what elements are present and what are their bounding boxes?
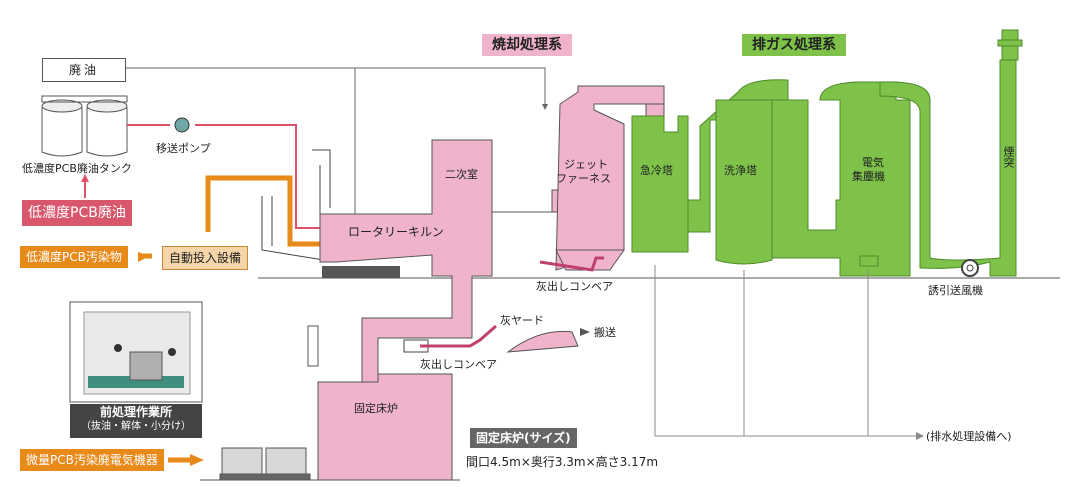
pretreatment-title: 前処理作業所 （抜油・解体・小分け） [70, 404, 202, 438]
esp-label-2: 集塵機 [852, 170, 885, 183]
drain-lines [654, 265, 920, 437]
pretreatment-title-text: 前処理作業所 [99, 405, 172, 419]
induced-fan-label: 誘引送風機 [928, 284, 983, 297]
fixed-hearth-label: 固定床炉 [354, 402, 398, 415]
waste-oil-box: 廃油 [42, 58, 126, 82]
secondary-chamber-label: 二次室 [445, 168, 478, 181]
quench-tower-label: 急冷塔 [640, 164, 673, 177]
exhaust-system [631, 29, 1023, 277]
fixed-hearth-size-title: 固定床炉(サイズ) [470, 428, 577, 448]
pump-icon [174, 117, 190, 133]
transformer-icons [219, 447, 311, 481]
stack-label: 煙突 [1002, 146, 1015, 168]
scrubber-label: 洗浄塔 [724, 164, 757, 177]
auto-feed-box: 自動投入設備 [162, 246, 249, 270]
jet-furnace-label-1: ジェット [564, 158, 608, 171]
esp-label-1: 電気 [862, 156, 884, 169]
drain-label: (排水処理設備へ) [926, 430, 1012, 443]
incineration-title: 焼却処理系 [482, 34, 572, 56]
pump-label: 移送ポンプ [156, 142, 211, 155]
transport-label: 搬送 [594, 326, 616, 339]
pretreatment-subtitle: （抜油・解体・小分け） [81, 421, 191, 432]
jet-furnace-label-2: ファーネス [556, 172, 611, 185]
ash-conveyor-upper-label: 灰出しコンベア [536, 280, 613, 293]
low-pcb-oil-box: 低濃度PCB廃油 [22, 200, 132, 226]
fixed-hearth-size-dims: 間口4.5m×奥行3.3m×高さ3.17m [466, 455, 659, 469]
rotary-kiln-label: ロータリーキルン [348, 225, 444, 239]
oil-tank-icon [41, 95, 128, 157]
ash-yard-label: 灰ヤード [500, 314, 544, 327]
trace-pcb-box: 微量PCB汚染廃電気機器 [20, 449, 164, 471]
oil-tank-label: 低濃度PCB廃油タンク [22, 162, 132, 175]
low-pcb-contaminated-box: 低濃度PCB汚染物 [20, 246, 128, 268]
exhaust-title: 排ガス処理系 [742, 34, 846, 56]
pretreatment-room [69, 301, 203, 403]
incineration-system [317, 85, 665, 481]
ash-conveyor-lower-label: 灰出しコンベア [420, 358, 497, 371]
kiln-base [322, 266, 400, 278]
